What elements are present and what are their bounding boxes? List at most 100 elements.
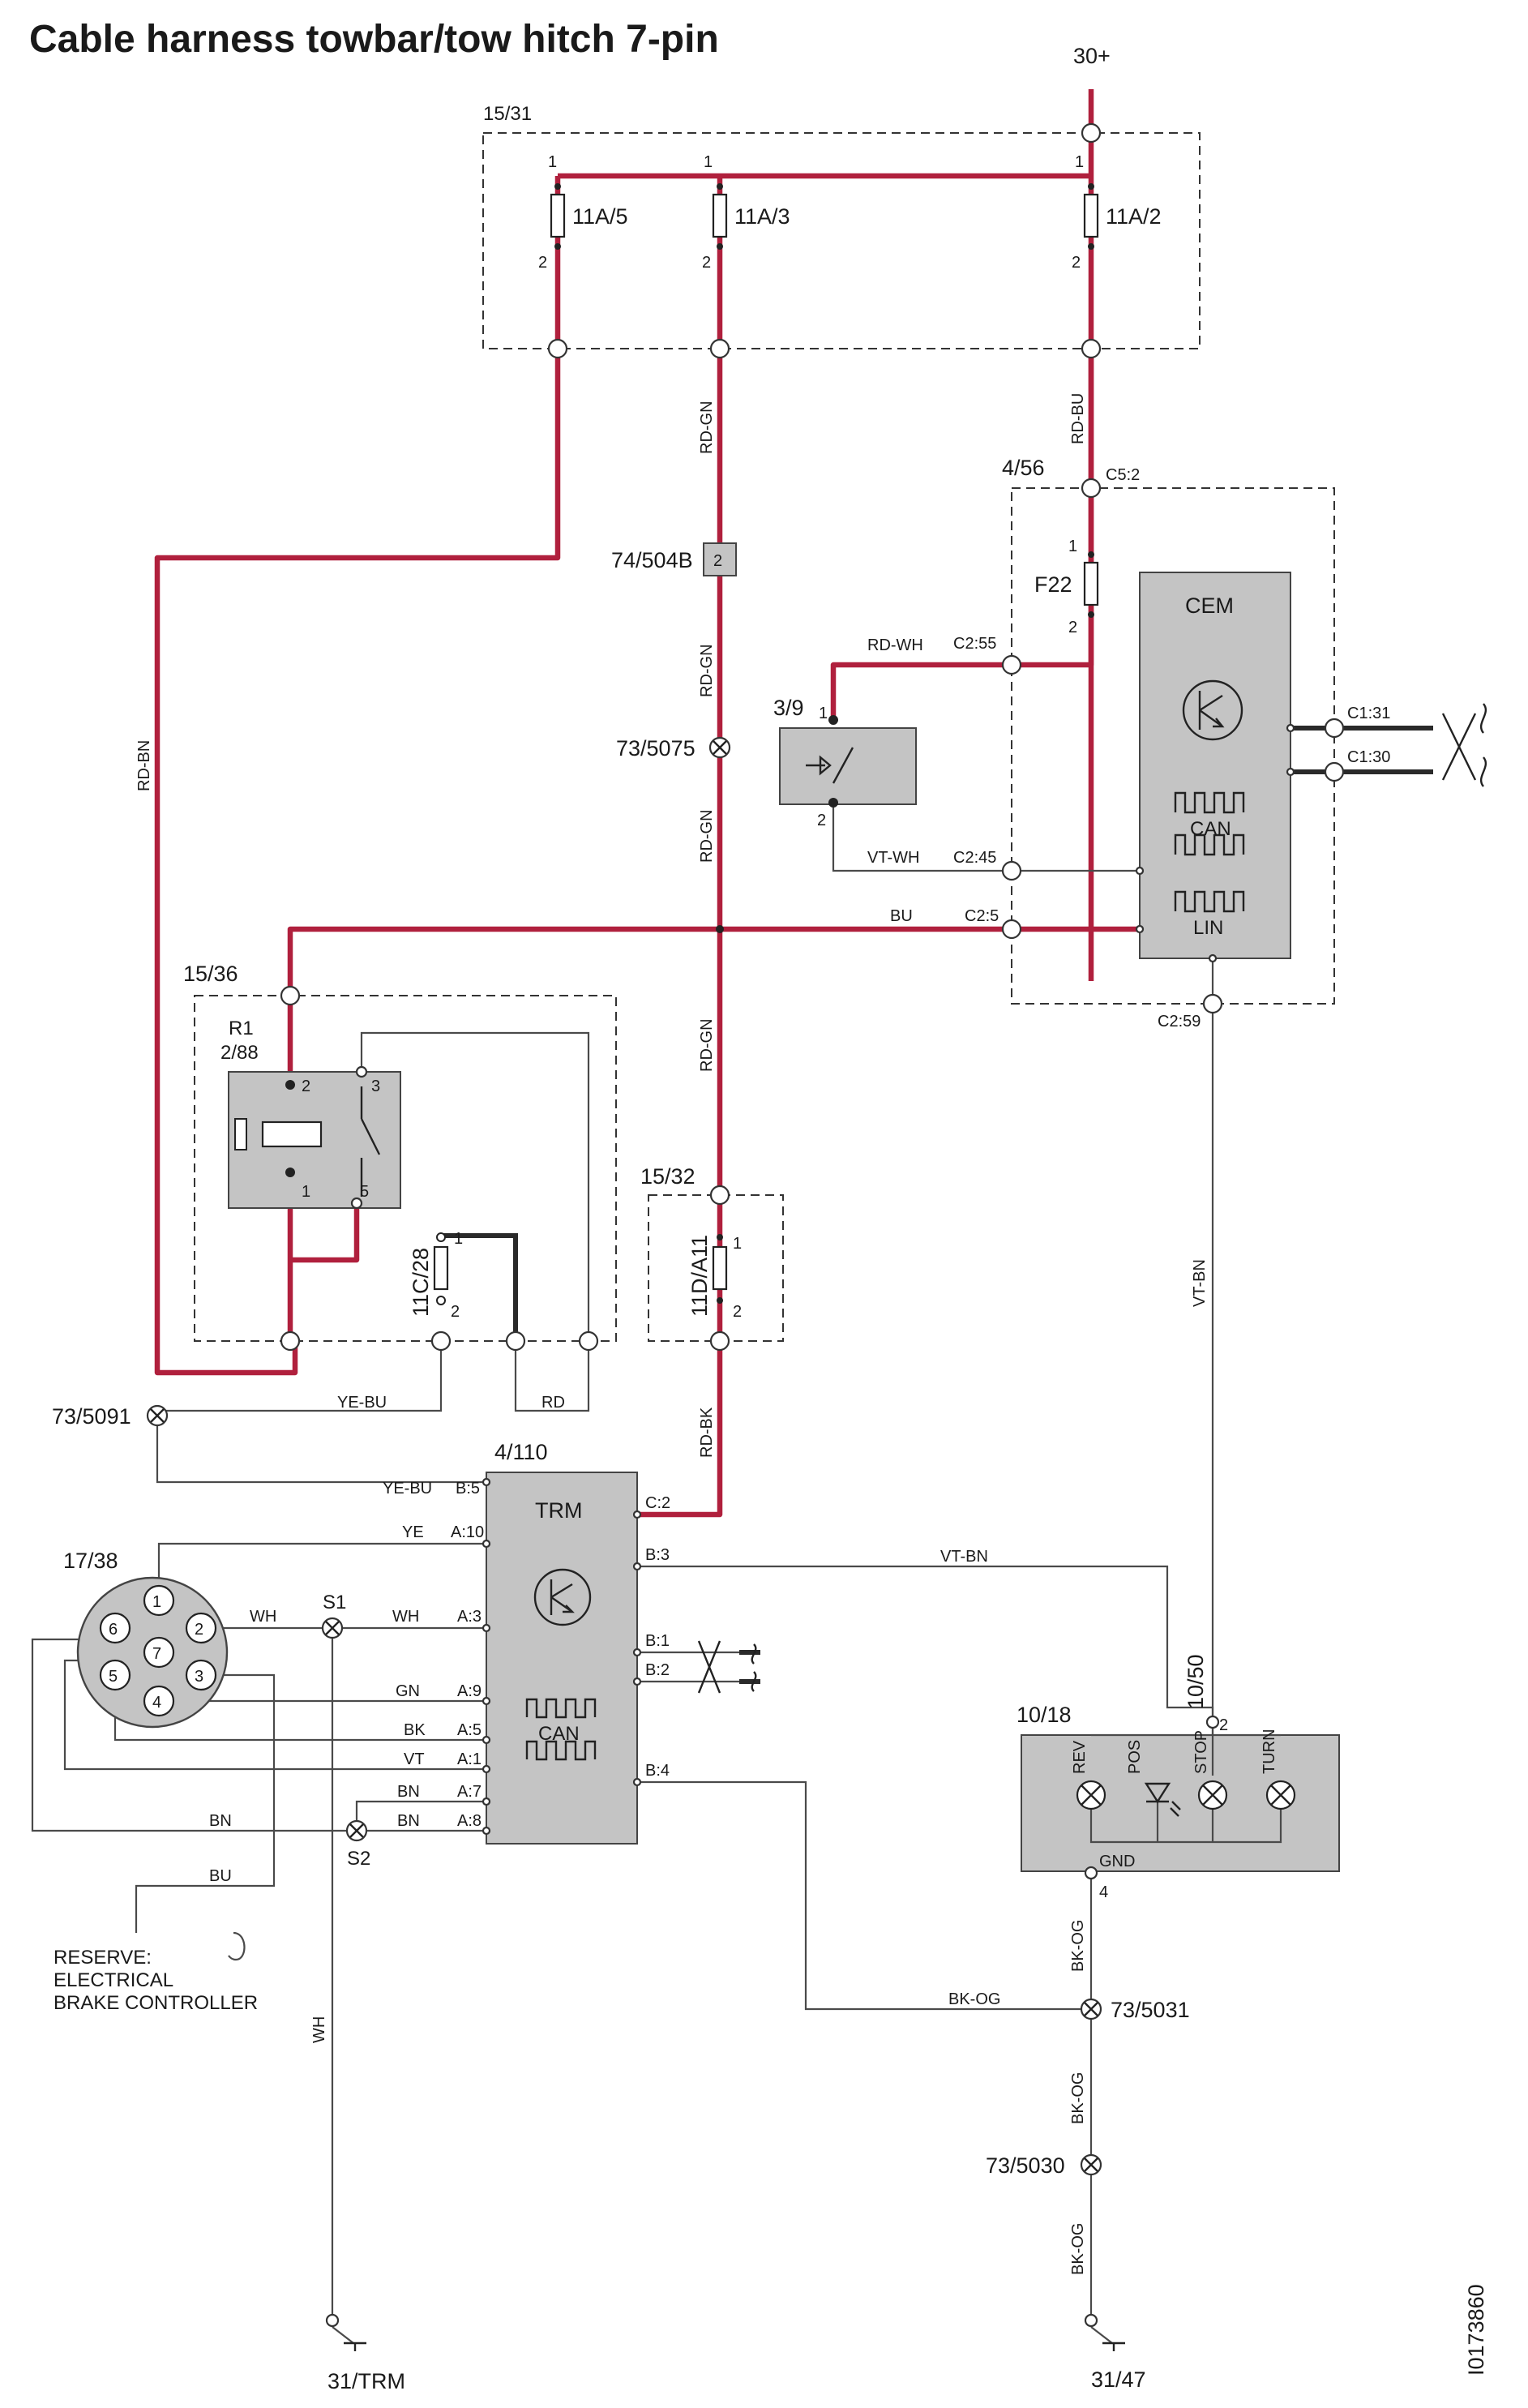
fuse-11a2-label: 11A/2 xyxy=(1106,204,1162,229)
connector-74-box xyxy=(703,542,737,576)
b1-b2-stubs xyxy=(637,1651,739,1683)
cem-area-outline xyxy=(1011,487,1335,1005)
vt-wh-wire xyxy=(832,803,1140,872)
svg-text:A:10: A:10 xyxy=(451,1523,484,1541)
rd-gn-wire xyxy=(637,176,723,1518)
svg-text:2: 2 xyxy=(1072,254,1081,272)
relay-pin3-wire xyxy=(360,1031,590,1341)
socket-pins: 1 2 3 4 5 6 7 xyxy=(99,1584,217,1717)
diagram-title: Cable harness towbar/tow hitch 7-pin xyxy=(29,18,719,61)
splice-5091 xyxy=(146,1404,169,1427)
lamp-rev-label: REV xyxy=(1071,1740,1089,1774)
splice-s1 xyxy=(321,1617,344,1639)
ground-right-label: 31/47 xyxy=(1091,2367,1146,2392)
svg-text:WH: WH xyxy=(310,2016,328,2043)
svg-text:A:8: A:8 xyxy=(457,1812,482,1830)
svg-text:2: 2 xyxy=(451,1303,460,1321)
pin-codes: C5:2 C2:55 C2:45 C2:5 C2:59 C1:31 C1:30 … xyxy=(451,466,1390,1830)
reserve-line1: RESERVE: xyxy=(54,1947,152,1969)
rd-bn-wire xyxy=(154,176,561,1376)
document-id: I0173860 xyxy=(1464,2284,1488,2376)
fusebox-label: 15/31 xyxy=(483,103,532,125)
stop-lamp-icon xyxy=(1197,1780,1228,1810)
lamp-turn-label: TURN xyxy=(1260,1729,1278,1774)
svg-text:1: 1 xyxy=(454,1230,463,1248)
splice-5091-label: 73/5091 xyxy=(52,1404,131,1429)
splice-s2-label: S2 xyxy=(347,1848,370,1870)
wire-labels: RD-GN RD-GN RD-GN RD-GN RD-BK RD-BU RD-B… xyxy=(135,393,1209,2275)
cem-lin-label: LIN xyxy=(1193,917,1223,939)
socket-pin-2: 2 xyxy=(195,1621,203,1639)
cem-label: CEM xyxy=(1185,593,1234,618)
svg-text:YE-BU: YE-BU xyxy=(383,1480,432,1498)
splice-5031-label: 73/5031 xyxy=(1111,1998,1190,2022)
fuse-11a3-label: 11A/3 xyxy=(734,204,790,229)
switch-module xyxy=(779,727,917,805)
svg-text:RD-BU: RD-BU xyxy=(1069,393,1087,444)
can-signal-icon xyxy=(525,1698,597,1761)
bu-wire xyxy=(287,926,1140,994)
svg-text:RD-GN: RD-GN xyxy=(698,401,716,454)
bn-wire-a xyxy=(31,1638,486,1832)
svg-text:4: 4 xyxy=(1099,1883,1108,1901)
splice-5030-label: 73/5030 xyxy=(986,2153,1065,2178)
socket-pin-4: 4 xyxy=(152,1694,161,1712)
socket-label: 17/38 xyxy=(63,1549,118,1573)
svg-text:B:5: B:5 xyxy=(456,1480,480,1498)
fuse-11a3 xyxy=(712,183,728,250)
svg-text:1: 1 xyxy=(704,153,713,171)
svg-text:BK-OG: BK-OG xyxy=(948,1990,1000,2008)
twisted-pair-icon xyxy=(697,1640,757,1694)
splice-5075-label: 73/5075 xyxy=(616,736,696,761)
trm-can-label: CAN xyxy=(538,1723,580,1745)
svg-text:BN: BN xyxy=(397,1812,420,1830)
splice-5075 xyxy=(708,736,731,759)
connection-nodes xyxy=(280,122,1345,2328)
module-pin-markers xyxy=(482,723,1295,1836)
svg-text:WH: WH xyxy=(392,1608,419,1626)
svg-text:A:9: A:9 xyxy=(457,1682,482,1700)
lamp-unit-label: 10/18 xyxy=(1017,1703,1072,1727)
svg-text:VT: VT xyxy=(404,1750,425,1768)
svg-text:C1:30: C1:30 xyxy=(1347,748,1390,766)
svg-text:VT-BN: VT-BN xyxy=(1191,1259,1209,1307)
svg-text:2: 2 xyxy=(733,1303,742,1321)
svg-text:2: 2 xyxy=(1219,1716,1228,1734)
svg-text:3: 3 xyxy=(371,1078,380,1095)
vt-bn-trm-wire xyxy=(637,1565,1214,1735)
svg-text:BN: BN xyxy=(397,1783,420,1801)
fuse-11c28-label: 11C/28 xyxy=(409,1248,433,1317)
svg-text:YE: YE xyxy=(402,1523,424,1541)
svg-text:2: 2 xyxy=(302,1078,310,1095)
ground-left-icon xyxy=(344,2342,366,2351)
relay-diode-icon xyxy=(234,1118,247,1150)
svg-text:1: 1 xyxy=(548,153,557,171)
lamp-stop-label: STOP xyxy=(1192,1730,1210,1774)
rd-wh-wire xyxy=(830,349,1094,720)
switch-icon xyxy=(806,747,854,784)
svg-text:B:1: B:1 xyxy=(645,1632,670,1650)
svg-text:1: 1 xyxy=(733,1235,742,1253)
can-signal-icon xyxy=(1174,791,1245,856)
svg-text:A:1: A:1 xyxy=(457,1750,482,1768)
svg-text:BK: BK xyxy=(404,1721,426,1739)
svg-text:1: 1 xyxy=(1068,538,1077,555)
splice-5030 xyxy=(1080,2153,1102,2176)
socket-pin-6: 6 xyxy=(109,1621,118,1639)
socket-pin-1: 1 xyxy=(152,1593,161,1611)
lin-signal-icon xyxy=(1174,890,1245,913)
svg-text:C2:55: C2:55 xyxy=(953,635,996,653)
lamp-connector-label: 10/50 xyxy=(1183,1654,1208,1709)
reserve-hook xyxy=(228,1931,246,1961)
fuse-f22-label: F22 xyxy=(1034,572,1072,597)
svg-text:2: 2 xyxy=(817,812,826,829)
ground-left-stroke xyxy=(332,2326,354,2344)
power-wiring xyxy=(154,89,1140,1518)
relay-area-outline xyxy=(194,995,617,1342)
cem-can-label: CAN xyxy=(1190,818,1231,840)
pin-numbers: 1 1 1 2 2 2 1 2 1 2 2 3 1 5 1 2 1 2 2 4 xyxy=(302,153,1228,1901)
cem-area-label: 4/56 xyxy=(1002,456,1045,480)
fuse-11a5-label: 11A/5 xyxy=(572,204,628,229)
